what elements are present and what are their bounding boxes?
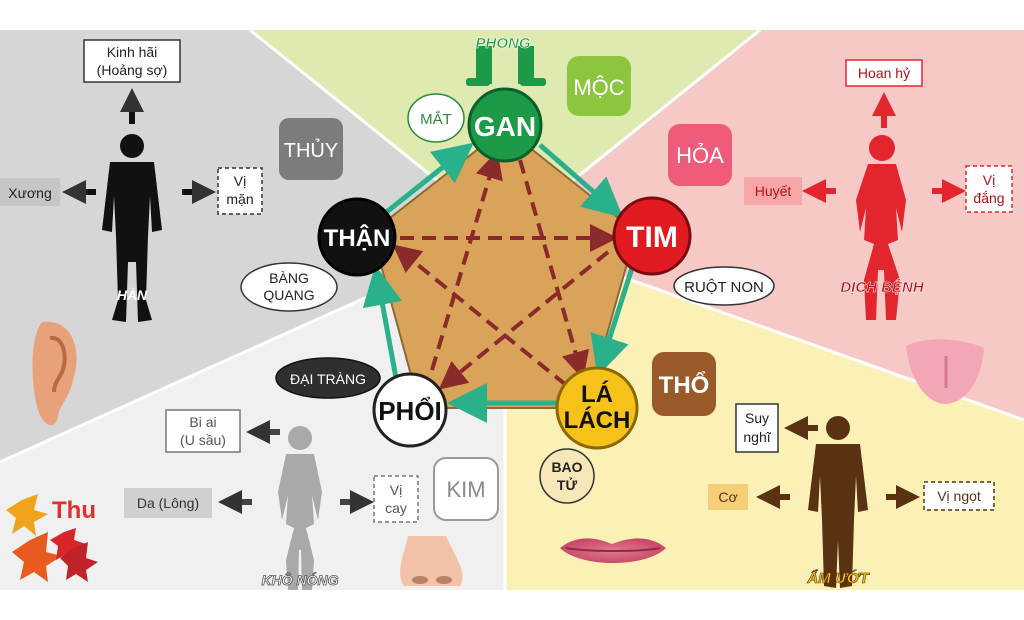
nose-image bbox=[400, 536, 463, 586]
arrow-tim-to-la-lach bbox=[590, 267, 635, 377]
water-taste-line1: Vị bbox=[234, 173, 246, 189]
arrow-gan-to-la-lach bbox=[518, 159, 590, 380]
tongue-image bbox=[906, 339, 984, 404]
fire-tissue-label: Huyết bbox=[755, 183, 792, 199]
element-tho: THỔ bbox=[652, 352, 716, 416]
arrow-gan-to-tim bbox=[538, 143, 624, 218]
metal-emotion-line1: Bi ai bbox=[189, 414, 216, 430]
autumn-leaves-image bbox=[6, 494, 98, 582]
earth-emotion-line2: nghĩ bbox=[743, 429, 771, 445]
metal-tissue-box: Da (Lông) bbox=[124, 488, 212, 518]
fu-dai-trang-label: ĐẠI TRÀNG bbox=[290, 371, 366, 387]
metal-emotion-line2: (U sầu) bbox=[180, 432, 226, 448]
water-taste-line2: mặn bbox=[226, 191, 253, 207]
fu-dai-trang: ĐẠI TRÀNG bbox=[275, 357, 381, 399]
organ-phoi-label: PHỔI bbox=[378, 396, 442, 426]
element-hoa-label: HỎA bbox=[676, 143, 724, 168]
organ-la-lach-label-line1: LÁ bbox=[581, 380, 613, 408]
ear-image bbox=[32, 321, 77, 426]
controlling-cycle-arrows bbox=[392, 150, 618, 390]
arrow-la-lach-to-than bbox=[392, 244, 568, 387]
fire-taste-line2: đắng bbox=[973, 190, 1004, 206]
element-hoa: HỎA bbox=[668, 124, 732, 186]
fu-bang-quang-label-line2: QUANG bbox=[263, 287, 314, 303]
arrow-tim-to-phoi bbox=[438, 250, 610, 390]
climate-phong-label: PHONG bbox=[475, 35, 530, 52]
arrow-than-to-gan bbox=[382, 142, 474, 216]
element-thuy: THỦY bbox=[279, 118, 343, 180]
earth-emotion-box: Suy nghĩ bbox=[735, 403, 779, 453]
earth-taste-label: Vị ngọt bbox=[937, 488, 981, 504]
earth-taste-box: Vị ngọt bbox=[923, 481, 995, 511]
climate-kho-nong-label: KHÔ NÓNG bbox=[262, 571, 339, 588]
element-moc-label: MỘC bbox=[573, 75, 624, 100]
earth-emotion-line1: Suy bbox=[745, 410, 769, 426]
organ-tim-label: TIM bbox=[626, 221, 678, 254]
water-tissue-box: Xương bbox=[0, 178, 60, 206]
fire-taste-box: Vị đắng bbox=[965, 165, 1013, 213]
organ-tim: TIM bbox=[612, 196, 692, 276]
figure-wood bbox=[466, 46, 546, 86]
generating-cycle-arrows bbox=[362, 142, 635, 423]
water-tissue-label: Xương bbox=[8, 185, 51, 201]
water-emotion-box: Kinh hãi (Hoảng sợ) bbox=[83, 39, 181, 83]
organ-than-label: THẬN bbox=[324, 224, 391, 252]
fu-bang-quang-label-line1: BÀNG bbox=[269, 270, 309, 286]
water-taste-box: Vị mặn bbox=[217, 167, 263, 215]
element-moc: MỘC bbox=[567, 56, 631, 116]
organ-than: THẬN bbox=[317, 197, 397, 277]
fire-taste-line1: Vị bbox=[983, 172, 995, 188]
fu-bao-tu: BAO TỬ bbox=[539, 448, 595, 504]
fu-bao-tu-label-line2: TỬ bbox=[557, 476, 578, 493]
figure-earth bbox=[808, 416, 868, 588]
metal-emotion-box: Bi ai (U sầu) bbox=[165, 409, 241, 453]
organ-phoi: PHỔI bbox=[372, 372, 448, 448]
sense-mat: MẮT bbox=[407, 93, 465, 143]
arrow-phoi-to-gan bbox=[430, 150, 503, 371]
earth-tissue-box: Cơ bbox=[708, 484, 748, 510]
earth-tissue-label: Cơ bbox=[718, 489, 737, 505]
figure-water bbox=[102, 134, 162, 322]
element-thuy-label: THỦY bbox=[284, 138, 338, 162]
metal-tissue-label: Da (Lông) bbox=[137, 495, 199, 511]
climate-dich-benh-label: DỊCH BỆNH bbox=[840, 278, 925, 296]
metal-taste-line1: Vị bbox=[390, 482, 402, 498]
element-kim-label: KIM bbox=[446, 477, 485, 502]
fu-ruot-non-label: RUỘT NON bbox=[684, 279, 764, 296]
season-thu-label: Thu bbox=[52, 497, 96, 524]
fire-sector bbox=[505, 30, 1024, 420]
lips-image bbox=[560, 538, 666, 563]
climate-am-uot-label: ẨM ƯỚT bbox=[806, 569, 870, 587]
sense-mat-label: MẮT bbox=[420, 110, 452, 128]
metal-taste-box: Vị cay bbox=[373, 475, 419, 523]
fu-ruot-non: RUỘT NON bbox=[673, 266, 775, 306]
element-kim: KIM bbox=[433, 457, 499, 521]
water-emotion-line1: Kinh hãi bbox=[107, 44, 158, 60]
fire-emotion-box: Hoan hỷ bbox=[845, 59, 923, 87]
figure-metal bbox=[278, 426, 322, 590]
organ-la-lach: LÁ LÁCH bbox=[555, 366, 639, 450]
water-emotion-line2: (Hoảng sợ) bbox=[97, 62, 168, 78]
organ-gan: GAN bbox=[467, 87, 543, 163]
fire-tissue-box: Huyết bbox=[744, 177, 802, 205]
element-tho-label: THỔ bbox=[659, 371, 710, 399]
fu-bang-quang: BÀNG QUANG bbox=[240, 262, 338, 312]
metal-taste-line2: cay bbox=[385, 500, 407, 516]
climate-han-label: HÀN bbox=[117, 287, 148, 303]
arrow-phoi-to-than bbox=[362, 265, 403, 379]
organ-la-lach-label-line2: LÁCH bbox=[564, 406, 631, 434]
fu-bao-tu-label-line1: BAO bbox=[551, 459, 582, 475]
figure-fire bbox=[856, 135, 906, 320]
organ-gan-label: GAN bbox=[474, 111, 536, 142]
fire-emotion-label: Hoan hỷ bbox=[858, 65, 910, 81]
